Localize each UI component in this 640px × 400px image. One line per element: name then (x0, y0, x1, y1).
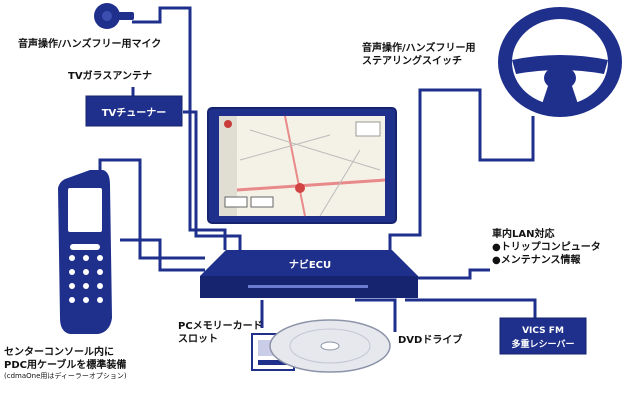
steering-wheel-icon (498, 7, 622, 117)
microphone-icon (94, 3, 134, 29)
dvd-drive-label: DVDドライブ (398, 335, 463, 346)
pc-card-slot-label: PCメモリーカード スロット (178, 320, 263, 346)
tv-tuner-box: TVチューナー (85, 95, 183, 127)
pdc-label-line2: PDC用ケーブルを標準装備 (4, 360, 127, 371)
pdc-note: (cdmaOne用はディーラーオプション) (4, 372, 127, 380)
lan-line (405, 268, 490, 280)
in-car-lan-label: 車内LAN対応 ●トリップコンピュータ ●メンテナンス情報 (492, 228, 601, 267)
cell-phone-icon (58, 170, 112, 334)
lan-label-line2: ●トリップコンピュータ (492, 242, 601, 253)
dvd-line (355, 298, 397, 332)
steering-line (388, 88, 535, 250)
pdc-label-line1: センターコンソール内に (4, 347, 114, 358)
pc-card-label-line1: PCメモリーカード (178, 321, 263, 332)
tuner-line (183, 110, 242, 250)
vics-line (405, 298, 537, 318)
connection-lines (98, 6, 537, 332)
tv-antenna-label: TVガラスアンテナ (68, 71, 152, 82)
steering-label-line2: ステアリングスイッチ (362, 56, 462, 67)
navi-ecu-label: ナビECU (289, 258, 331, 271)
pc-card-label-line2: スロット (178, 334, 218, 345)
pdc-cable-label: センターコンソール内に PDC用ケーブルを標準装備 (cdmaOne用はディーラ… (4, 346, 127, 381)
lan-label-line1: 車内LAN対応 (492, 229, 555, 240)
navigation-monitor (207, 107, 397, 224)
mic-line (132, 6, 227, 250)
vics-receiver-box: VICS FM 多重レシーバー (499, 317, 587, 355)
vics-label-line1: VICS FM (522, 326, 564, 336)
vics-label-line2: 多重レシーバー (512, 338, 575, 350)
phone-line-2 (120, 238, 205, 272)
dvd-disc-icon (269, 319, 391, 373)
tv-tuner-label: TVチューナー (102, 107, 167, 119)
steering-label-line1: 音声操作/ハンズフリー用 (362, 43, 476, 54)
lan-label-line3: ●メンテナンス情報 (492, 255, 581, 266)
phone-line (98, 158, 205, 260)
steering-switch-label: 音声操作/ハンズフリー用 ステアリングスイッチ (362, 42, 475, 68)
mic-label: 音声操作/ハンズフリー用マイク (18, 39, 162, 50)
navi-ecu-unit: ナビECU (200, 250, 418, 298)
